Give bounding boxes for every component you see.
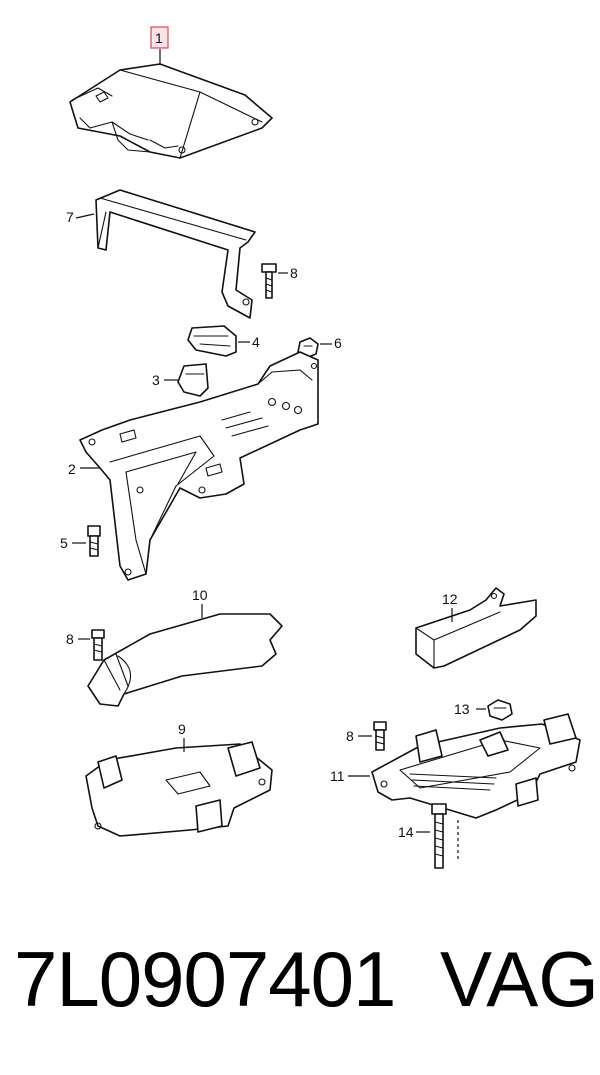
callout-12: 12 <box>442 591 458 607</box>
upper-bracket-part <box>95 189 256 319</box>
callout-2: 2 <box>68 461 76 477</box>
clip-3-part <box>177 363 209 397</box>
base-plate-part <box>85 741 273 837</box>
callout-8-right: 8 <box>346 728 354 744</box>
bolt-5-part <box>87 525 101 557</box>
mounting-bracket-part <box>79 351 319 581</box>
cover-plate-part <box>87 613 283 707</box>
callout-8-upper: 8 <box>290 265 298 281</box>
callout-8-left: 8 <box>66 631 74 647</box>
bolt-8-right <box>373 721 387 751</box>
control-unit-part <box>69 63 273 159</box>
callout-4: 4 <box>252 334 260 350</box>
bracket-block-part <box>415 587 537 669</box>
clip-4-part <box>187 325 237 357</box>
bolt-8-upper <box>261 263 277 299</box>
callout-1-highlight <box>150 26 169 49</box>
brand-label: VAG <box>440 935 599 1023</box>
bolt-8-left <box>91 629 105 661</box>
part-number: 7L0907401 <box>14 935 396 1023</box>
callout-14: 14 <box>398 824 414 840</box>
callout-7: 7 <box>66 209 74 225</box>
callout-5: 5 <box>60 535 68 551</box>
callout-13: 13 <box>454 701 470 717</box>
lower-frame-part <box>371 713 581 819</box>
callout-3: 3 <box>152 372 160 388</box>
callout-6: 6 <box>334 335 342 351</box>
callout-1: 1 <box>155 30 163 46</box>
callout-10: 10 <box>192 587 208 603</box>
nut-13-part <box>487 699 513 721</box>
callout-11: 11 <box>330 768 345 784</box>
bolt-14-part <box>431 803 459 869</box>
callout-9: 9 <box>178 721 186 737</box>
